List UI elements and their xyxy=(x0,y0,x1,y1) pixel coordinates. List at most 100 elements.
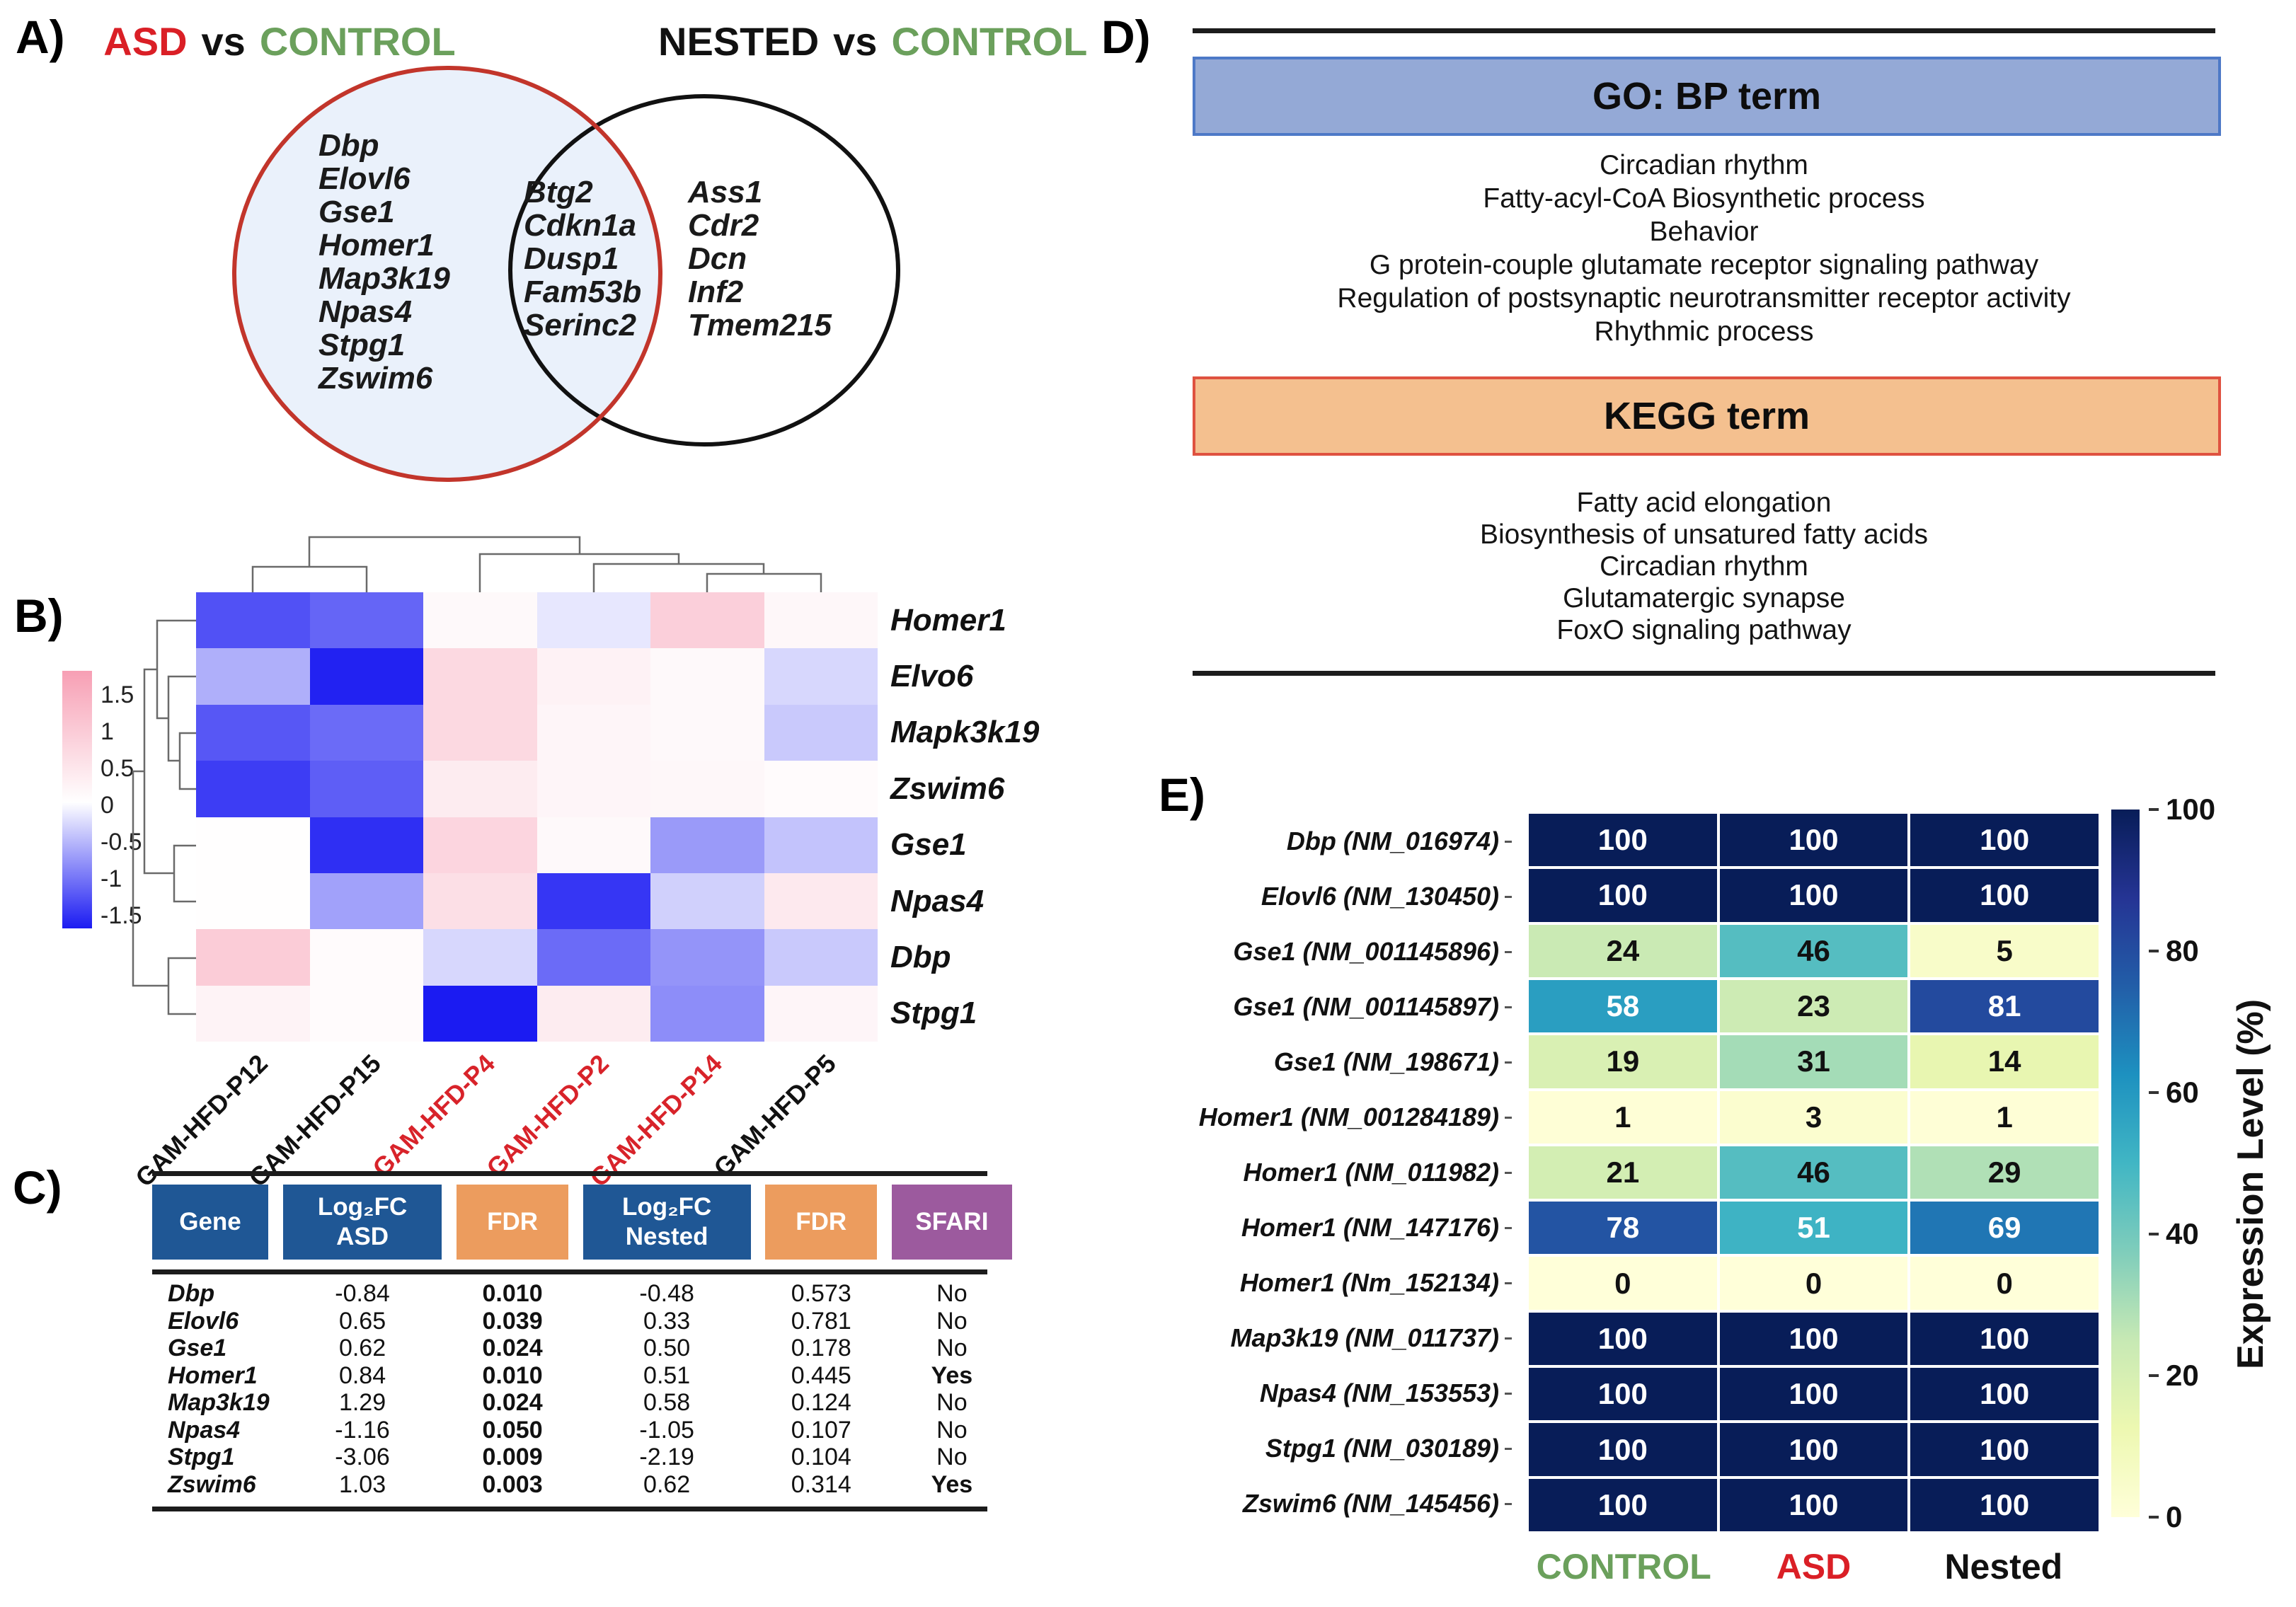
vs-label: vs xyxy=(201,19,246,64)
transcript-label: Homer1 (NM_001284189) xyxy=(1012,1090,1512,1145)
panel-c-label: C) xyxy=(13,1161,62,1214)
heatmap-cell: 100 xyxy=(1910,869,2099,922)
table-cell: 0.024 xyxy=(482,1335,543,1361)
heatmap-cell xyxy=(423,592,537,649)
gene-label: Stpg1 xyxy=(318,328,406,362)
colorbar-tick-label: -1 xyxy=(101,865,122,892)
colorbar-tick-label: -1.5 xyxy=(101,902,142,929)
gene-label: Dusp1 xyxy=(524,241,619,276)
heatmap-cell: 46 xyxy=(1719,924,1908,977)
heatmap-cell: 51 xyxy=(1719,1202,1908,1255)
group-label: ASD xyxy=(1776,1547,1852,1586)
heatmap-cell xyxy=(196,648,310,705)
gene-label: Elovl6 xyxy=(318,161,411,196)
heatmap-cell xyxy=(650,872,764,930)
table-cell: 0.107 xyxy=(791,1416,851,1444)
table-cell: -1.05 xyxy=(639,1416,694,1444)
heatmap-cell xyxy=(764,704,878,761)
heatmap-cell xyxy=(309,592,423,649)
table-cell: 0.024 xyxy=(482,1389,543,1416)
heatmap-cell: 100 xyxy=(1910,1423,2099,1476)
axis-tick xyxy=(1505,1447,1512,1450)
nested-label: NESTED xyxy=(658,19,820,64)
table-cell: 1.29 xyxy=(338,1389,386,1416)
heatmap-cell: 100 xyxy=(1529,1478,1717,1531)
table-cell: No xyxy=(936,1389,968,1416)
heatmap-cell xyxy=(650,817,764,873)
heatmap-cell xyxy=(423,872,537,930)
heatmap-cell: 5 xyxy=(1910,924,2099,977)
heatmap-cell xyxy=(650,648,764,705)
group-label: Nested xyxy=(1944,1547,2063,1586)
sample-label: GAM-HFD-P4 xyxy=(367,1049,500,1182)
gene-row-label: Homer1 xyxy=(890,602,1006,638)
heatmap-cell: 100 xyxy=(1719,814,1908,867)
colorbar-tick-label: -0.5 xyxy=(101,828,142,856)
heatmap-cell: 46 xyxy=(1719,1146,1908,1199)
panel-e-label: E) xyxy=(1159,768,1205,821)
panel-d-label: D) xyxy=(1101,11,1151,63)
axis-tick xyxy=(1505,1171,1512,1174)
axis-tick xyxy=(1505,1502,1512,1505)
panel-b-label: B) xyxy=(14,589,64,642)
go-term: Fatty-acyl-CoA Biosynthetic process xyxy=(1483,183,1925,214)
colorbar-tick-label: 80 xyxy=(2149,934,2215,968)
go-term: Circadian rhythm xyxy=(1600,150,1808,180)
transcript-label: Stpg1 (NM_030189) xyxy=(1012,1421,1512,1476)
heatmap-cell: 78 xyxy=(1529,1202,1717,1255)
gene-name: Gse1 xyxy=(168,1335,227,1361)
column-header: FDR xyxy=(765,1185,878,1260)
vs-label: vs xyxy=(833,19,878,64)
heatmap-cell xyxy=(196,592,310,649)
nested-circle xyxy=(508,94,900,447)
heatmap-cell: 100 xyxy=(1910,814,2099,867)
table-cell: 0.039 xyxy=(482,1307,543,1335)
table-cell: 0.573 xyxy=(791,1280,851,1307)
gene-row-label: Mapk3k19 xyxy=(890,715,1040,750)
heatmap-cell xyxy=(764,761,878,817)
heatmap-cell: 1 xyxy=(1529,1090,1717,1144)
colorbar-tick-label: 60 xyxy=(2149,1076,2215,1110)
kegg-term: FoxO signaling pathway xyxy=(1556,615,1852,645)
gene-label: Ass1 xyxy=(688,175,763,209)
heatmap-cell: 19 xyxy=(1529,1035,1717,1088)
table-cell: 0.445 xyxy=(791,1361,851,1389)
heatmap-cell xyxy=(536,761,650,817)
colorbar-tick-label: 100 xyxy=(2149,793,2215,826)
heatmap-cell xyxy=(536,704,650,761)
axis-tick xyxy=(1505,1281,1512,1284)
gene-name: Homer1 xyxy=(168,1361,258,1389)
colorbar-tick-label: 0 xyxy=(101,791,114,819)
table-cell: 0.62 xyxy=(338,1335,386,1361)
gene-label: Npas4 xyxy=(318,294,413,329)
divider-line xyxy=(1193,28,2215,33)
heatmap-cell: 100 xyxy=(1719,1368,1908,1421)
table-cell: 0.65 xyxy=(338,1307,386,1335)
transcript-label: Elovl6 (NM_130450) xyxy=(1012,869,1512,924)
colorbar-tick-label: 0 xyxy=(2149,1500,2215,1534)
table-cell: 0.009 xyxy=(482,1444,543,1470)
gene-name: Elovl6 xyxy=(168,1307,239,1335)
table-cell: 0.003 xyxy=(482,1470,543,1498)
colorbar-tick-label: 40 xyxy=(2149,1217,2215,1251)
heatmap-cell xyxy=(764,929,878,986)
table-cell: 0.050 xyxy=(482,1416,543,1444)
axis-tick xyxy=(1505,1337,1512,1340)
kegg-term: Circadian rhythm xyxy=(1600,551,1808,582)
heatmap-cell: 1 xyxy=(1910,1090,2099,1144)
heatmap-cell xyxy=(536,872,650,930)
gene-label: Zswim6 xyxy=(318,361,433,396)
heatmap-cell xyxy=(764,872,878,930)
colorbar-tick-label: 1 xyxy=(101,718,114,745)
expression-heatmap xyxy=(196,592,878,1042)
kegg-term: Fatty acid elongation xyxy=(1576,488,1832,518)
gene-label: Tmem215 xyxy=(688,308,832,342)
gene-label: Homer1 xyxy=(318,228,435,263)
